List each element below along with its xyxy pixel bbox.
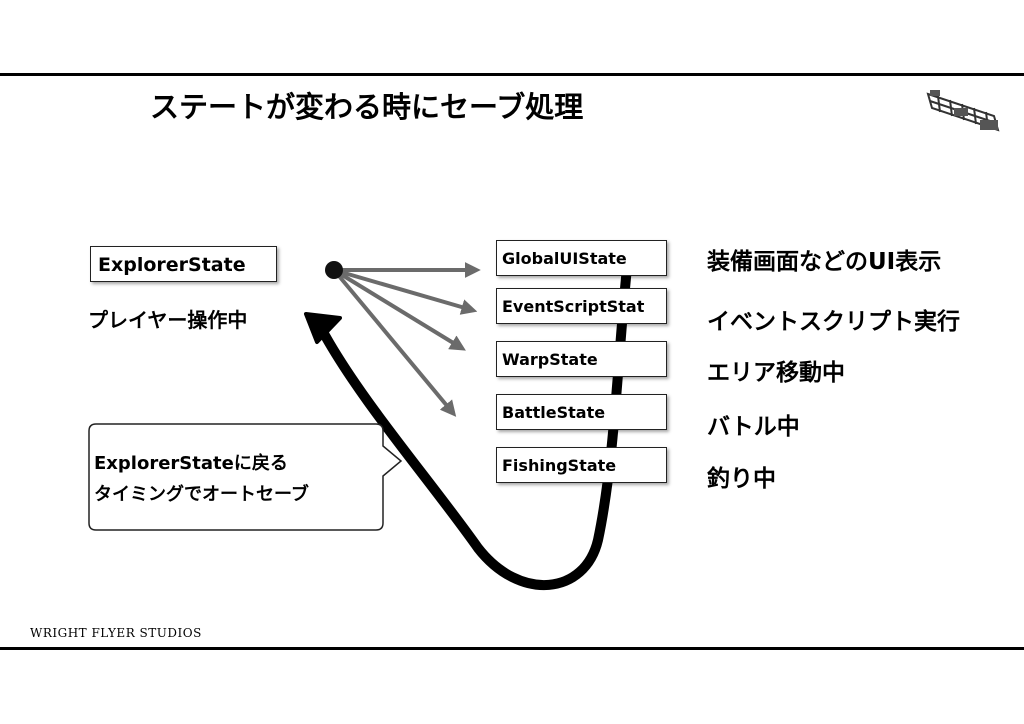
explorer-state-label: ExplorerState: [98, 254, 246, 276]
state-label: BattleState: [502, 403, 606, 422]
return-arrow-head: [304, 312, 342, 344]
global-ui-state-box: GlobalUIState: [496, 240, 667, 276]
state-label: WarpState: [502, 350, 598, 369]
slide-title: ステートが変わる時にセーブ処理: [150, 90, 584, 124]
top-rule: [0, 73, 1024, 76]
state-label: EventScriptStat: [502, 297, 645, 316]
wright-flyer-logo-icon: [926, 90, 1000, 132]
callout-line: タイミングでオートセーブ: [94, 484, 309, 505]
arrow-to-eventscript: [333, 268, 478, 315]
explorer-state-caption: プレイヤー操作中: [88, 308, 248, 332]
state-label: GlobalUIState: [502, 249, 627, 268]
state-description: 釣り中: [707, 466, 776, 492]
event-script-state-box: EventScriptStat: [496, 288, 667, 324]
arrow-to-warp: [332, 268, 466, 351]
state-description: 装備画面などのUI表示: [707, 249, 942, 275]
fishing-state-box: FishingState: [496, 447, 667, 483]
callout-text: ExplorerStateに戻る タイミングでオートセーブ: [94, 448, 309, 510]
state-description: イベントスクリプト実行: [707, 309, 960, 335]
warp-state-box: WarpState: [496, 341, 667, 377]
transition-origin-dot: [325, 261, 343, 279]
callout-bubble: [88, 423, 403, 531]
explorer-state-box: ExplorerState: [90, 246, 277, 282]
arrow-to-battle: [332, 268, 457, 417]
state-label: FishingState: [502, 456, 617, 475]
footer-brand: WRIGHT FLYER STUDIOS: [30, 626, 202, 640]
callout-line: ExplorerStateに戻る: [94, 453, 288, 474]
battle-state-box: BattleState: [496, 394, 667, 430]
bottom-rule: [0, 647, 1024, 650]
state-description: エリア移動中: [707, 360, 845, 386]
state-description: バトル中: [707, 414, 800, 440]
